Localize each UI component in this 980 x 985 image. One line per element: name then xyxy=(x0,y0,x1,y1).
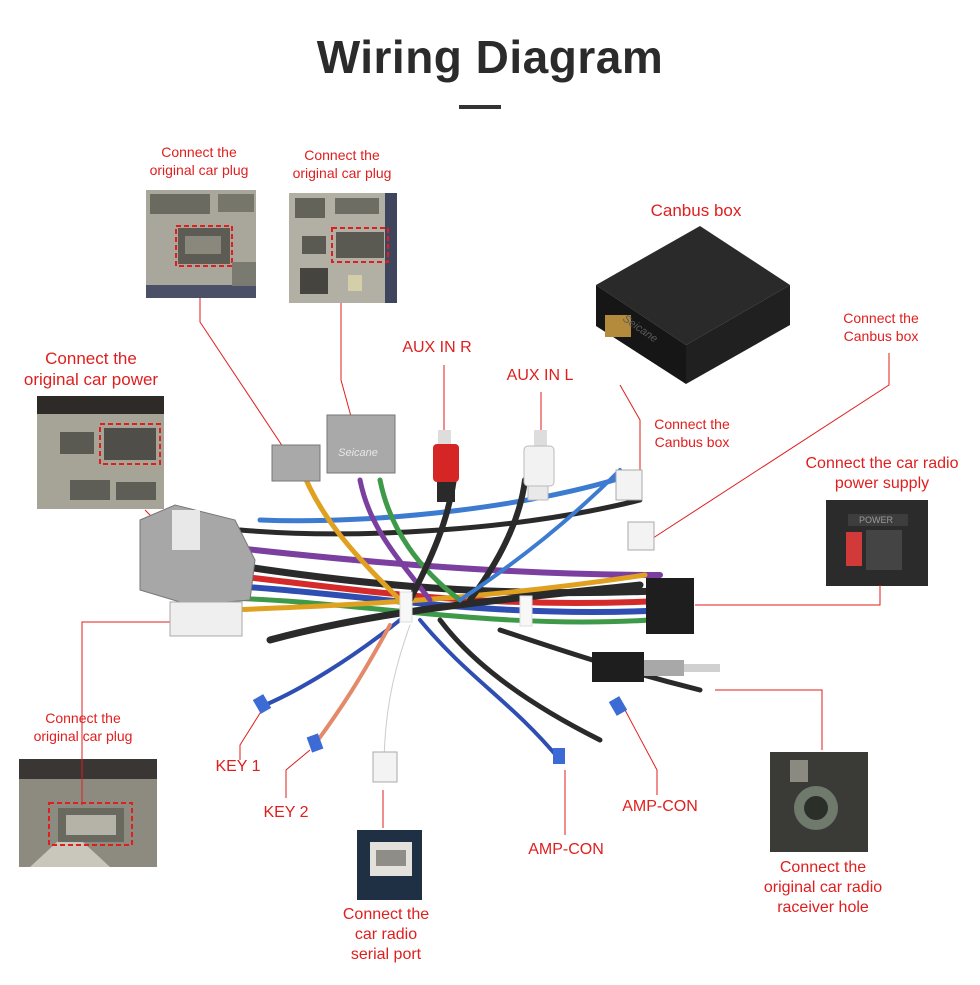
canbus-white-connector xyxy=(615,469,643,501)
photo-serial-port xyxy=(357,830,422,900)
brand-mark-plug: Seicane xyxy=(338,447,378,459)
white-plug xyxy=(169,601,243,637)
photo-radio-power-supply: POWER xyxy=(826,500,928,586)
label-aux-in-r: AUX IN R xyxy=(402,339,472,356)
label-key-1: KEY 1 xyxy=(215,758,261,775)
serial-white-plug xyxy=(372,751,398,783)
amp-con-tip-1 xyxy=(553,748,565,764)
rca-red xyxy=(433,430,459,502)
connectors: Seicane xyxy=(139,414,720,783)
photo-original-car-plug-top-left xyxy=(146,190,256,298)
canbus-white-connector-2 xyxy=(627,521,655,551)
cable-tie-2 xyxy=(519,595,533,627)
cable-tie xyxy=(399,591,413,623)
photo-original-car-power xyxy=(37,396,164,509)
amp-con-tip-2 xyxy=(608,696,628,716)
rca-white xyxy=(523,430,555,501)
photo-original-car-plug-top-mid xyxy=(289,193,397,303)
page-title: Wiring Diagram xyxy=(316,31,664,83)
title-underline xyxy=(459,105,501,109)
black-power-connector xyxy=(646,578,694,634)
photo-original-car-plug-bottom-left xyxy=(19,759,157,867)
label-amp-con-2: AMP-CON xyxy=(528,841,604,858)
grey-power-connector xyxy=(139,504,256,606)
key1-tip xyxy=(252,694,272,714)
wire-harness xyxy=(196,462,703,763)
label-key-2: KEY 2 xyxy=(263,804,309,821)
label-canbus-box: Canbus box xyxy=(650,201,742,220)
canbus-box xyxy=(596,226,790,384)
key2-tip xyxy=(306,733,324,753)
grey-plug xyxy=(326,414,396,474)
power-photo-label: POWER xyxy=(859,515,894,525)
label-amp-con-1: AMP-CON xyxy=(622,798,698,815)
grey-small-plug xyxy=(271,444,321,482)
antenna-plug xyxy=(592,652,720,682)
leader-lines xyxy=(81,298,890,835)
photo-receiver-hole xyxy=(770,752,868,852)
label-aux-in-l: AUX IN L xyxy=(506,367,574,384)
